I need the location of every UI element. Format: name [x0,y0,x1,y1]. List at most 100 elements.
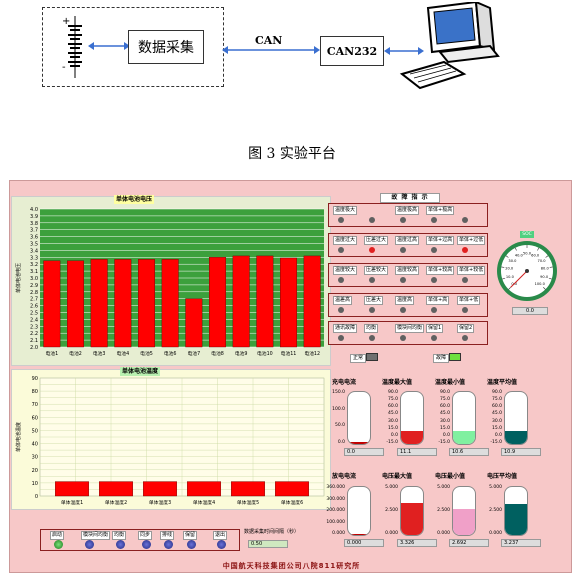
control-button[interactable] [187,540,196,549]
tank-tick: 90.0 [439,390,450,395]
voltage-ytick: 2.2 [30,331,38,337]
tank-tick: 30.0 [491,418,502,424]
voltage-xtick: 电池6 [164,350,177,357]
voltage-ytick: 2.7 [30,297,38,303]
tank-title: 温度最小值 [435,379,466,386]
voltage-xtick: 电池12 [304,350,320,357]
gauge-tick [545,255,549,258]
tank-tick: 5.000 [489,485,502,490]
tank-tick: 150.0 [332,390,345,395]
tank-fill [348,442,370,444]
voltage-xtick: 电池7 [188,350,201,357]
can-bus-label: CAN [255,34,283,47]
battery-plus-label: + [62,16,71,27]
voltage-ytick: 3.7 [30,228,38,234]
control-button-label: 均衡 [112,531,127,540]
temperature-bar [275,481,309,497]
tank-title: 电压最大值 [382,473,413,480]
tank-tick: 75.0 [439,397,450,403]
voltage-bar [232,255,250,348]
fault-label-item: 压差大 [364,296,384,305]
gauge-tick [548,277,552,280]
temperature-bar [231,481,265,497]
tank-gauge [504,391,528,445]
control-button[interactable] [164,540,173,549]
tank-fill [505,431,527,444]
fault-led [400,335,406,341]
voltage-ytick: 3.1 [30,269,38,275]
gauge-tick-label: 90.0 [540,275,549,279]
tank-gauge [504,486,528,536]
gauge-tick-label: 40.0 [515,253,524,257]
control-button[interactable] [116,540,125,549]
gauge-hub [525,269,529,273]
fault-led [462,217,468,223]
interval-input[interactable]: 0.50 [248,540,288,548]
control-button-label: 模块间均衡 [81,531,111,540]
tank-fill [453,431,475,444]
gauge-tick [505,255,509,258]
voltage-ytick: 4.0 [30,207,38,213]
gauge-tick-label: 10.0 [506,275,515,279]
soc-value: 0.0 [512,307,548,315]
control-button[interactable] [54,540,63,549]
control-button-label: 保留 [183,531,198,540]
tank-value: 10.9 [501,448,541,456]
tank-tick: 200.000 [326,508,345,513]
voltage-xtick: 电池1 [46,350,59,357]
control-button[interactable] [142,540,151,549]
temperature-ytick: 70 [32,402,38,408]
tank-gauge [347,391,371,445]
voltage-bar [209,257,226,348]
can-bus-arrow-icon [222,46,320,54]
gauge-tick-label: 100.0 [535,282,546,286]
temperature-bar [55,481,89,497]
voltage-bar [303,255,321,348]
tank-fill [453,509,475,535]
fault-led [369,217,375,223]
temperature-ytick: 30 [32,455,38,461]
temperature-xtick: 单体温度6 [281,499,303,506]
fault-led [400,307,406,313]
tank-tick: 45.0 [491,411,502,417]
voltage-ytick: 3.8 [30,221,38,227]
voltage-ytick: 3.9 [30,214,38,220]
fault-led [400,247,406,253]
battery-minus-label: - [62,62,66,73]
tank-tick: 75.0 [387,397,398,403]
tank-tick: 30.0 [387,418,398,424]
fault-led [369,335,375,341]
fault-label-item: 温度高 [395,296,415,305]
tank-tick: 15.0 [491,425,502,431]
can232-box: CAN232 [320,36,384,66]
fault-label-item: 温度较大 [333,266,358,275]
tank-value: 0.0 [344,448,384,456]
fault-label-item: 压差较大 [364,266,389,275]
tank-tick: 0.0 [390,432,398,438]
temperature-xtick: 单体温度2 [105,499,127,506]
control-button[interactable] [217,540,226,549]
tank-value: 11.1 [397,448,437,456]
tank-tick: -15.0 [386,440,398,445]
gauge-tick [502,277,506,280]
serial-arrow-icon [384,47,424,55]
computer-icon [399,2,500,90]
voltage-bar [90,259,108,348]
fault-led [338,307,344,313]
temperature-ytick: 50 [32,428,38,434]
fault-led [400,217,406,223]
fault-led [338,335,344,341]
temperature-bar [99,481,133,497]
temperature-ylabel: 单体电池温度 [15,422,22,452]
fault-led [338,217,344,223]
temperature-chart-title: 单体电池温度 [120,367,161,376]
control-button[interactable] [85,540,94,549]
tank-tick: -15.0 [490,440,502,445]
fault-led [369,307,375,313]
tank-tick: 2.500 [437,508,450,513]
interval-label: 数据采集时间间隔（秒） [244,529,300,535]
voltage-xtick: 电池11 [281,350,297,357]
voltage-ytick: 2.6 [30,304,38,310]
tank-tick: -15.0 [438,440,450,445]
fault-led [462,277,468,283]
